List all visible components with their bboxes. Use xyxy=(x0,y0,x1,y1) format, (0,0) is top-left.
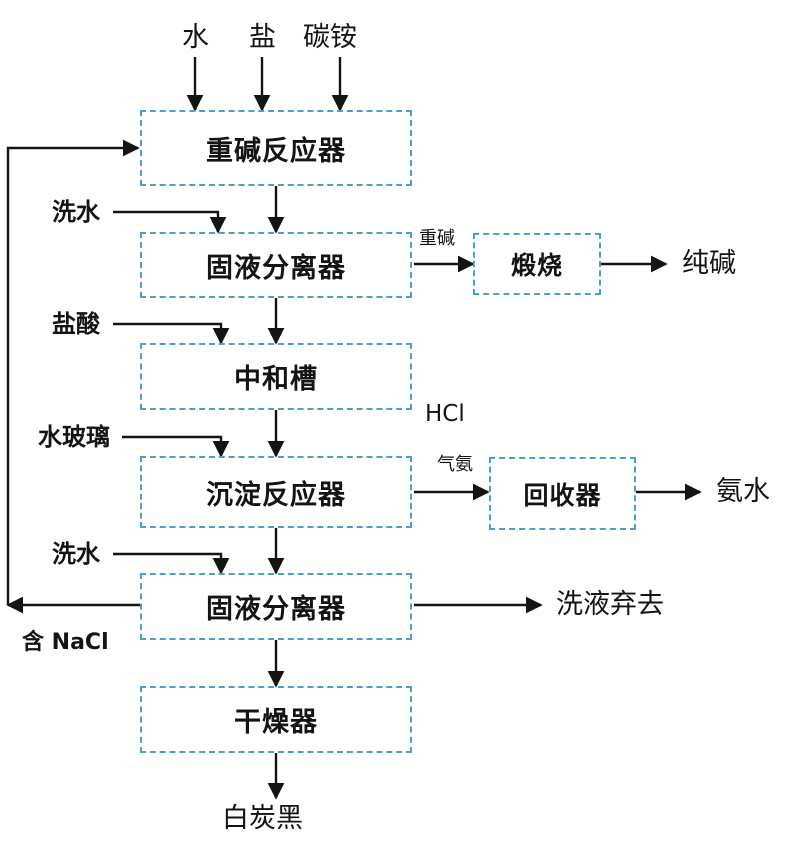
arrow-waterglass-in xyxy=(122,435,230,458)
unit-label: 沉淀反应器 xyxy=(206,479,346,511)
unit-label: 固液分离器 xyxy=(206,594,346,625)
unit-neutralizer[interactable]: 中和槽 xyxy=(140,343,412,410)
unit-calciner[interactable]: 煅烧 xyxy=(473,233,601,295)
stream-label-ammonia-gas: 气氨 xyxy=(437,454,473,475)
unit-label: 干燥器 xyxy=(234,707,318,738)
product-label-wash-liquid-discard: 洗液弃去 xyxy=(556,589,664,620)
unit-separator-1[interactable]: 固液分离器 xyxy=(140,232,412,298)
unit-dryer[interactable]: 干燥器 xyxy=(140,686,412,753)
product-label-soda-ash: 纯碱 xyxy=(682,248,736,279)
unit-recovery[interactable]: 回收器 xyxy=(489,457,636,530)
stream-label-nacl-recycle: 含 NaCl xyxy=(22,630,109,655)
arrow-hcl-in xyxy=(113,322,230,345)
unit-bicarb-reactor[interactable]: 重碱反应器 xyxy=(140,110,412,186)
stream-label-hcl: HCl xyxy=(425,401,465,427)
unit-separator-2[interactable]: 固液分离器 xyxy=(140,573,412,640)
feed-label-water-glass: 水玻璃 xyxy=(38,423,110,451)
stream-label-crude-soda: 重碱 xyxy=(419,228,455,249)
arrow-washwater2-in xyxy=(113,552,230,575)
unit-label: 中和槽 xyxy=(234,364,318,395)
unit-precipitator[interactable]: 沉淀反应器 xyxy=(140,456,412,528)
unit-label: 回收器 xyxy=(523,480,602,510)
feed-label-water: 水 xyxy=(182,22,209,53)
feed-label-wash-water-1: 洗水 xyxy=(52,198,100,226)
unit-label: 煅烧 xyxy=(510,251,563,280)
feed-label-salt: 盐 xyxy=(249,22,276,53)
arrow-washwater1-in xyxy=(113,210,227,234)
feed-label-wash-water-2: 洗水 xyxy=(52,540,100,568)
product-label-ammonia-water: 氨水 xyxy=(716,476,770,507)
unit-label: 固液分离器 xyxy=(206,252,346,284)
unit-label: 重碱反应器 xyxy=(206,135,346,167)
feed-label-ammonium-bicarbonate: 碳铵 xyxy=(303,22,357,53)
feed-label-hydrochloric-acid: 盐酸 xyxy=(52,310,100,338)
product-label-white-carbon-black: 白炭黑 xyxy=(222,803,303,834)
